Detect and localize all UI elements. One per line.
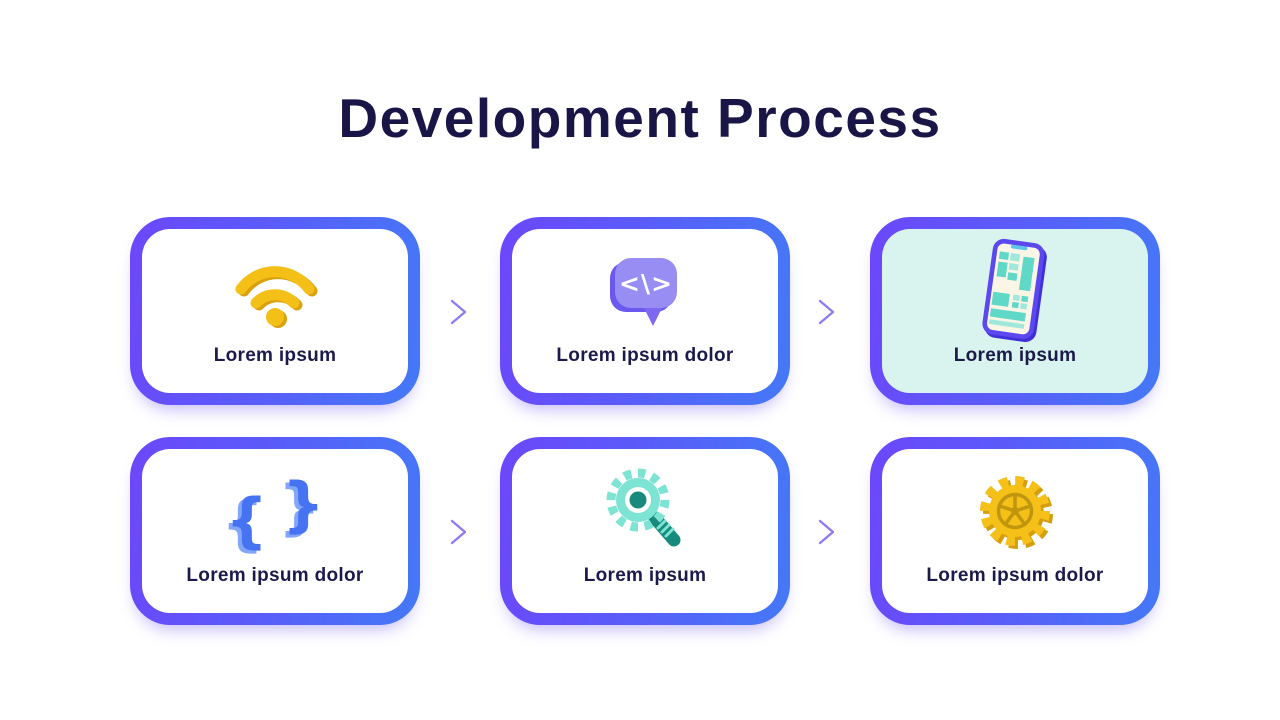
card-label: Lorem ipsum [213,345,337,366]
process-card-5: Lorem ipsum [500,437,790,625]
card-label: Lorem ipsum [953,345,1077,366]
process-card-6: Lorem ipsum dolor [870,437,1160,625]
code-glyph: <\> [619,269,673,298]
process-card-1: Lorem ipsum [130,217,420,405]
card-body: Lorem ipsum [142,229,408,393]
chevron-right-icon [816,297,838,327]
card-body: Lorem ipsum dolor [882,449,1148,613]
brace-left: { [225,486,268,556]
chevron-right-icon [816,517,838,547]
card-label: Lorem ipsum [583,565,707,586]
card-label: Lorem ipsum dolor [926,565,1104,586]
code-bubble-icon: <\> [599,247,691,335]
card-label: Lorem ipsum dolor [556,345,734,366]
search-gear-icon [598,467,692,555]
card-body: <\> Lorem ipsum dolor [512,229,778,393]
card-label: Lorem ipsum dolor [186,565,364,586]
brace-right: } [282,470,325,540]
braces-icon: { } [225,467,324,555]
chevron-right-icon [448,297,470,327]
process-card-2: <\> Lorem ipsum dolor [500,217,790,405]
smartphone-icon [979,238,1051,343]
card-body: Lorem ipsum [882,229,1148,393]
wifi-icon [230,247,320,335]
process-card-4: { } Lorem ipsum dolor [130,437,420,625]
chevron-right-icon [448,517,470,547]
gear-icon [967,467,1063,555]
page-title: Development Process [338,87,942,149]
process-card-3: Lorem ipsum [870,217,1160,405]
card-body: { } Lorem ipsum dolor [142,449,408,613]
card-body: Lorem ipsum [512,449,778,613]
